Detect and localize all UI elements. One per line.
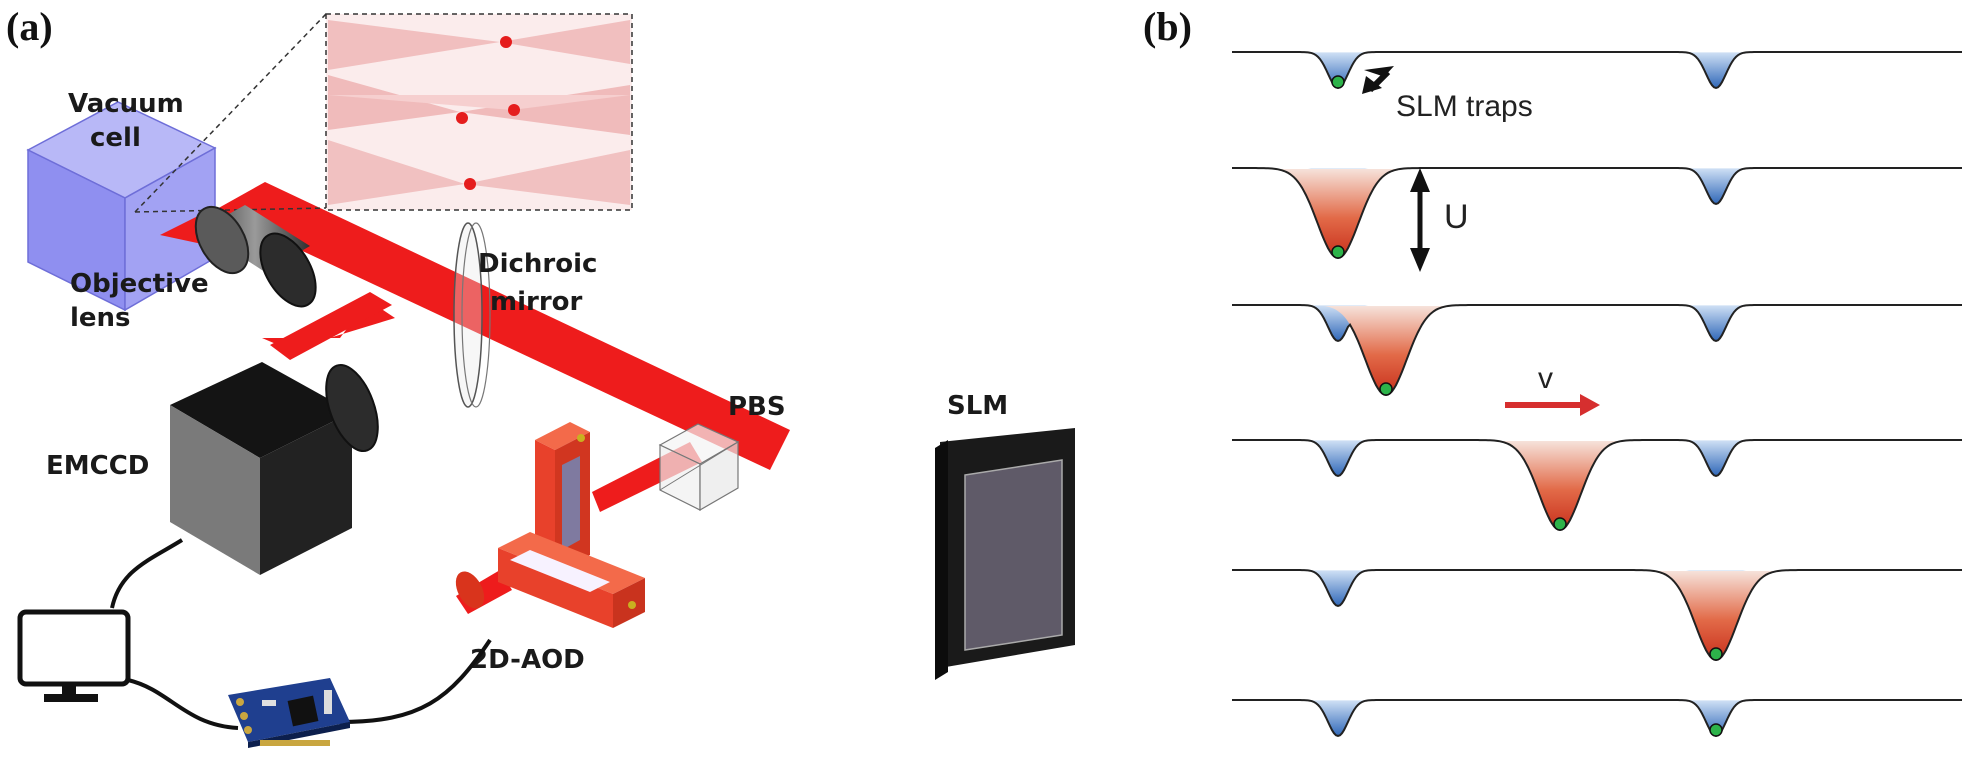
monitor — [17, 609, 131, 687]
objective-lens: Objective lens — [70, 205, 317, 333]
slm-trap-well — [1308, 440, 1368, 476]
zoom-inset — [134, 13, 633, 213]
potential-curve — [1232, 569, 1962, 662]
slm-trap-well — [1686, 700, 1746, 736]
atom — [1709, 723, 1723, 737]
vacuum-cell-label-line1: Vacuum — [68, 89, 184, 119]
depth-arrow: U — [1410, 168, 1469, 272]
dichroic-label-line1: Dichroic — [478, 249, 597, 279]
potential-curve — [1232, 304, 1962, 397]
slm-traps-label: SLM traps — [1396, 90, 1533, 123]
potential-curve — [1232, 699, 1962, 738]
objective-label-line2: lens — [70, 303, 131, 333]
slm-trap-well — [1686, 305, 1746, 341]
potential-row — [1232, 569, 1962, 662]
trapped-atom-4 — [464, 178, 476, 190]
tweezer-well — [1654, 571, 1778, 660]
atom — [1553, 517, 1567, 531]
potential-row — [1232, 51, 1962, 90]
trapped-atom-2 — [456, 112, 468, 124]
velocity-label: v — [1538, 362, 1553, 395]
slm-label: SLM — [947, 391, 1008, 421]
aod: 2D-AOD — [455, 422, 645, 675]
slm-trap-well — [1308, 700, 1368, 736]
emccd-camera: EMCCD — [46, 362, 379, 575]
aod-horizontal-top — [498, 532, 645, 594]
emccd-side — [260, 412, 352, 575]
aod-input-port — [455, 571, 485, 609]
trapped-atom-3 — [508, 104, 520, 116]
emccd-lens — [325, 364, 379, 452]
slm-trap-well — [1686, 168, 1746, 204]
objective-front — [194, 205, 250, 275]
velocity-arrow: v — [1505, 362, 1600, 416]
potential-row — [1232, 304, 1962, 397]
potential-row — [1232, 439, 1962, 532]
trapped-atom-1 — [500, 36, 512, 48]
objective-label-line1: Objective — [70, 269, 209, 299]
potential-rows — [1232, 51, 1962, 738]
depth-label: U — [1444, 198, 1469, 236]
slm: SLM — [935, 391, 1075, 680]
slm-traps-annotation: SLM traps — [1362, 66, 1533, 123]
emccd-label: EMCCD — [46, 451, 149, 481]
objective-back — [259, 232, 317, 308]
potential-row — [1232, 699, 1962, 738]
pbs-cube: PBS — [658, 392, 786, 512]
atom — [1331, 75, 1345, 89]
aod-cable — [339, 638, 492, 724]
camera-beam-2 — [270, 292, 392, 360]
monitor-base — [44, 694, 98, 702]
computer-cable — [127, 678, 239, 730]
aod-label: 2D-AOD — [470, 645, 585, 675]
panel-a-label: (a) — [6, 4, 53, 49]
slm-trap-well — [1686, 52, 1746, 88]
monitor-stand — [62, 684, 76, 696]
tweezer-well — [1324, 306, 1448, 395]
atom — [1331, 245, 1345, 259]
potential-curve — [1232, 167, 1962, 260]
emccd-front — [170, 405, 260, 575]
panel-b: (b) SLM traps U v — [1143, 4, 1962, 738]
control-computer — [17, 538, 492, 748]
atom — [1709, 647, 1723, 661]
slm-trap-well — [1308, 52, 1368, 88]
pbs-label: PBS — [728, 392, 786, 422]
emccd-top — [170, 362, 352, 458]
potential-row — [1232, 167, 1962, 260]
main-beam — [215, 182, 790, 470]
tweezer-well — [1498, 441, 1622, 530]
vacuum-cell-label-line2: cell — [90, 123, 141, 153]
panel-b-label: (b) — [1143, 4, 1192, 49]
atom — [1379, 382, 1393, 396]
aod-horizontal-front — [498, 548, 613, 628]
focused-beams — [328, 20, 630, 205]
panel-a: (a) Vacuum cell — [6, 4, 1075, 748]
slm-trap-well — [1308, 570, 1368, 606]
potential-curve — [1232, 439, 1962, 532]
dichroic-mirror: Dichroic mirror — [453, 222, 597, 408]
camera-cable — [110, 538, 184, 609]
potential-curve — [1232, 51, 1962, 90]
control-card — [228, 678, 350, 748]
slm-trap-well — [1686, 440, 1746, 476]
dichroic-label-line2: mirror — [490, 287, 583, 317]
tweezer-well — [1276, 169, 1400, 258]
